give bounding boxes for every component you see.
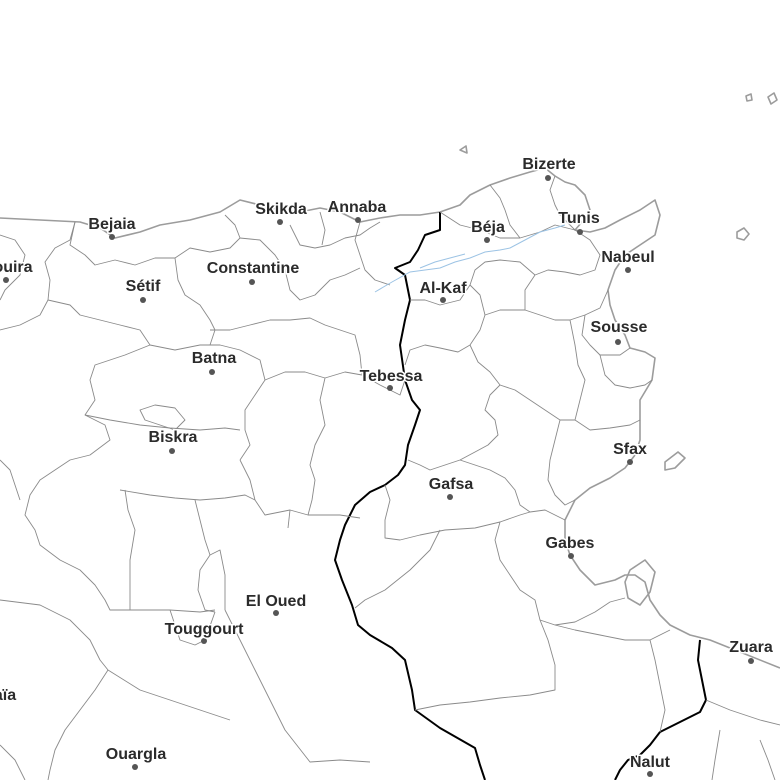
island-galite xyxy=(459,145,468,154)
city-dot-nabeul[interactable] xyxy=(625,267,631,273)
city-dot-biskra[interactable] xyxy=(169,448,175,454)
coastline xyxy=(0,167,780,669)
city-label-bizerte: Bizerte xyxy=(522,156,575,173)
city-markers: BizerteTunisBéjaNabeulAl-KafSousseSfaxGa… xyxy=(0,155,774,777)
city-label-nabeul: Nabeul xyxy=(601,249,654,266)
city-label-ghardaia: aïa xyxy=(0,687,16,704)
city-dot-tebessa[interactable] xyxy=(387,385,393,391)
city-dot-ouargla[interactable] xyxy=(132,764,138,770)
city-label-skikda: Skikda xyxy=(255,201,307,218)
city-label-gabes: Gabes xyxy=(546,535,595,552)
city-label-annaba: Annaba xyxy=(328,199,387,216)
city-dot-bejaia[interactable] xyxy=(109,234,115,240)
city-label-sfax: Sfax xyxy=(613,441,647,458)
city-dot-annaba[interactable] xyxy=(355,217,361,223)
city-dot-bouira[interactable] xyxy=(3,277,9,283)
city-label-bejaia: Bejaia xyxy=(88,216,135,233)
city-label-biskra: Biskra xyxy=(149,429,198,446)
city-dot-beja[interactable] xyxy=(484,237,490,243)
city-label-sousse: Sousse xyxy=(591,319,648,336)
admin-boundaries xyxy=(0,175,780,780)
city-label-zuara: Zuara xyxy=(729,639,773,656)
river-medjerda xyxy=(374,224,566,293)
city-dot-setif[interactable] xyxy=(140,297,146,303)
city-dot-bizerte[interactable] xyxy=(545,175,551,181)
city-dot-sfax[interactable] xyxy=(627,459,633,465)
island-north-east-a xyxy=(745,93,753,102)
city-label-beja: Béja xyxy=(471,219,505,236)
city-label-ouargla: Ouargla xyxy=(106,746,167,763)
city-label-constantine: Constantine xyxy=(207,260,300,277)
city-label-tebessa: Tebessa xyxy=(360,368,423,385)
city-label-tunis: Tunis xyxy=(558,210,600,227)
city-dot-gafsa[interactable] xyxy=(447,494,453,500)
city-dot-gabes[interactable] xyxy=(568,553,574,559)
city-label-bouira: ouira xyxy=(0,259,33,276)
city-label-el-oued: El Oued xyxy=(246,593,306,610)
city-dot-zuara[interactable] xyxy=(748,658,754,664)
island-djerba xyxy=(624,559,656,606)
border-tunisia-libya xyxy=(614,639,707,780)
city-dot-sousse[interactable] xyxy=(615,339,621,345)
city-label-setif: Sétif xyxy=(126,278,161,295)
city-label-nalut: Nalut xyxy=(630,754,671,771)
city-label-touggourt: Touggourt xyxy=(165,621,244,638)
city-dot-nalut[interactable] xyxy=(647,771,653,777)
city-label-al-kaf: Al-Kaf xyxy=(419,280,467,297)
city-label-batna: Batna xyxy=(192,350,237,367)
city-dot-tunis[interactable] xyxy=(577,229,583,235)
river-tributary xyxy=(419,253,466,269)
city-dot-batna[interactable] xyxy=(209,369,215,375)
city-dot-touggourt[interactable] xyxy=(201,638,207,644)
city-label-gafsa: Gafsa xyxy=(429,476,474,493)
island-zembra xyxy=(736,227,750,241)
city-dot-al-kaf[interactable] xyxy=(440,297,446,303)
city-dot-el-oued[interactable] xyxy=(273,610,279,616)
island-north-east-b xyxy=(767,92,778,105)
city-dot-skikda[interactable] xyxy=(277,219,283,225)
island-kerkennah xyxy=(664,451,686,471)
city-dot-constantine[interactable] xyxy=(249,279,255,285)
